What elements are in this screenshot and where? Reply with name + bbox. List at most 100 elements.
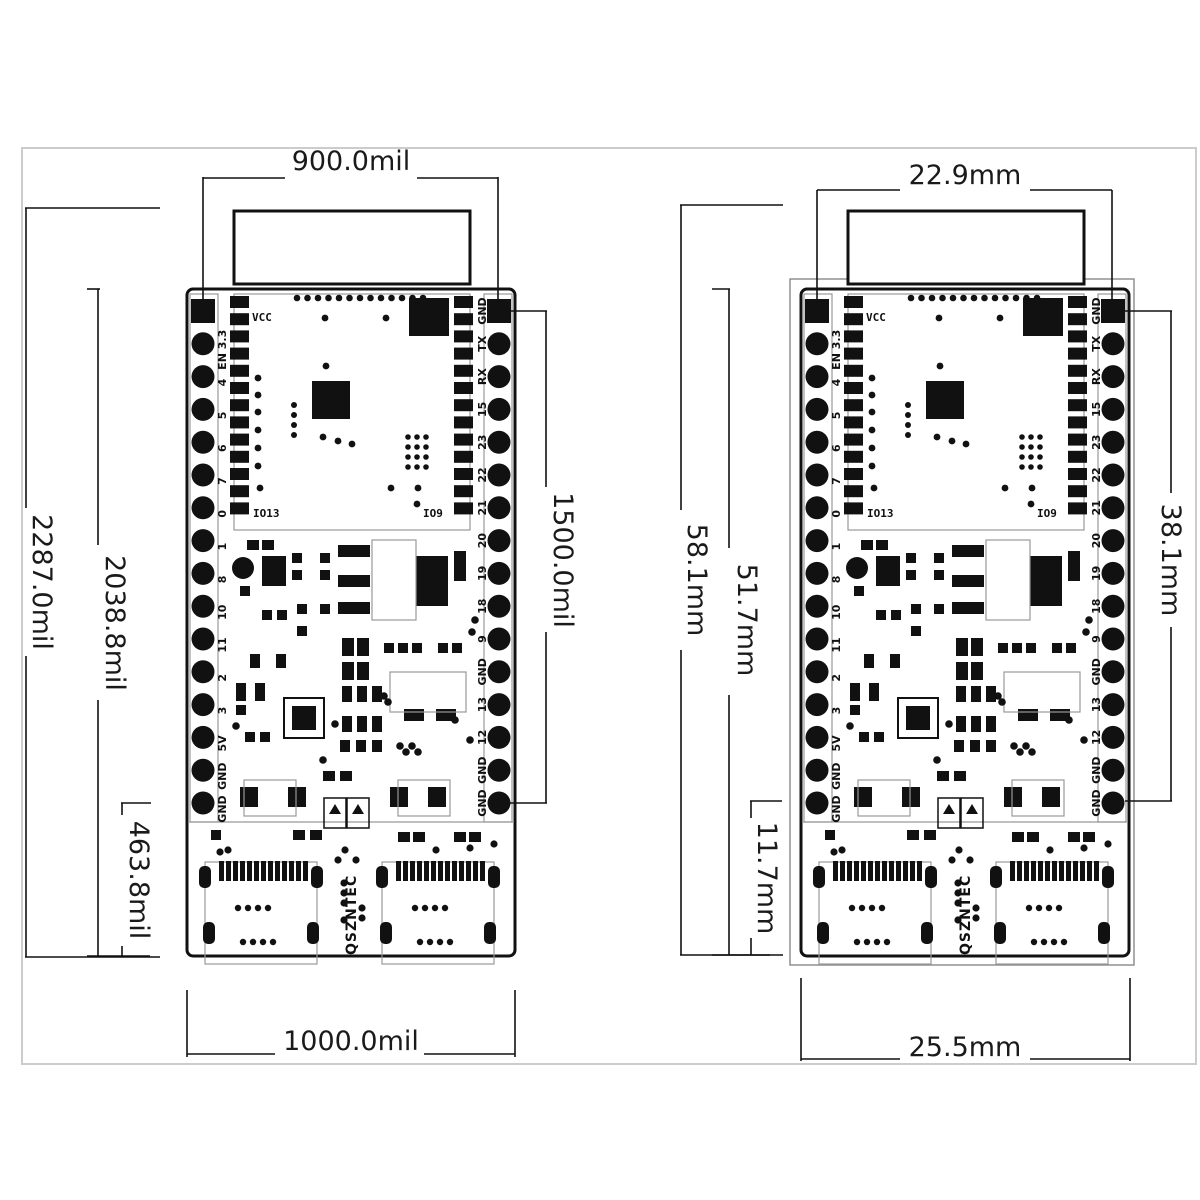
pin-square-pad — [191, 299, 215, 323]
smd-component — [416, 556, 448, 606]
usb-pin — [289, 861, 294, 881]
usb-pin — [431, 861, 436, 881]
via — [239, 938, 247, 946]
via — [352, 856, 360, 864]
smd-component — [340, 740, 350, 752]
smd-component — [412, 643, 422, 653]
antenna-outline — [232, 209, 472, 286]
components — [199, 294, 500, 965]
pin-label: GND — [830, 795, 843, 822]
via — [340, 889, 348, 897]
via — [234, 904, 242, 912]
usb-pin — [410, 861, 415, 881]
io13-label: IO13 — [253, 507, 280, 520]
pin-pad — [191, 594, 215, 618]
pin-label: GND — [476, 297, 489, 324]
via — [382, 314, 390, 322]
via — [868, 462, 876, 470]
via — [291, 402, 297, 408]
led-outline — [960, 797, 984, 829]
pin-pad — [191, 365, 215, 389]
via — [948, 437, 956, 445]
inductor — [846, 557, 868, 579]
module-pad — [844, 399, 863, 412]
smd-component — [874, 732, 884, 742]
pin-pad — [487, 430, 511, 454]
pin-pad — [1101, 660, 1125, 684]
via — [1028, 464, 1034, 470]
via — [216, 848, 224, 856]
smd-component — [276, 654, 286, 668]
left-pin-header — [189, 293, 219, 823]
pin-label: GND — [216, 763, 229, 790]
pin-label: TX — [476, 335, 489, 352]
via — [1046, 846, 1054, 854]
via — [883, 938, 891, 946]
module-pad — [230, 485, 249, 498]
dim-connector-height: 463.8mil — [123, 821, 154, 940]
via — [853, 938, 861, 946]
via — [846, 722, 854, 730]
via — [905, 412, 911, 418]
smd-component — [956, 716, 966, 732]
pin-pad — [191, 758, 215, 782]
smd-component — [952, 545, 984, 557]
via — [1019, 434, 1025, 440]
dim-body-height: 51.7mm — [731, 564, 762, 677]
inductor — [232, 557, 254, 579]
pin-pad — [1101, 397, 1125, 421]
module-pad — [1068, 485, 1087, 498]
pin-square-pad — [1101, 299, 1125, 323]
via — [426, 938, 434, 946]
via — [441, 904, 449, 912]
smd-component — [260, 732, 270, 742]
usb-pin — [1038, 861, 1043, 881]
via — [293, 294, 301, 302]
via — [1028, 434, 1034, 440]
smd-component — [825, 830, 835, 840]
via — [1037, 464, 1043, 470]
pin-pad — [1101, 332, 1125, 356]
via — [1019, 454, 1025, 460]
module-pad — [454, 364, 473, 377]
via — [1028, 444, 1034, 450]
pin-label: 20 — [476, 533, 489, 549]
pin-pad — [487, 397, 511, 421]
smd-component — [937, 771, 949, 781]
module-pad — [454, 399, 473, 412]
via — [873, 938, 881, 946]
smd-component — [954, 740, 964, 752]
pin-label: GND — [476, 757, 489, 784]
via — [405, 464, 411, 470]
smd-component — [986, 686, 996, 702]
via — [868, 444, 876, 452]
pin-label: 5V — [216, 735, 229, 752]
via — [868, 391, 876, 399]
via — [870, 484, 878, 492]
smd-component — [924, 830, 936, 840]
usb-pin — [868, 861, 873, 881]
header-outline — [189, 293, 219, 823]
smd-component — [902, 787, 920, 807]
usb-shell-tab — [990, 866, 1002, 888]
pin-pad — [805, 758, 829, 782]
module-pad — [844, 416, 863, 429]
pin-pad — [487, 725, 511, 749]
module-pad — [454, 296, 473, 308]
pin-label: EN 3.3 — [216, 330, 229, 370]
via — [224, 846, 232, 854]
smd-component — [1052, 643, 1062, 653]
smd-component — [876, 540, 888, 550]
via — [340, 879, 348, 887]
smd-component — [320, 553, 330, 563]
via — [1085, 616, 1093, 624]
usb-shell-tab — [488, 866, 500, 888]
smd-component — [1018, 709, 1038, 721]
module-pad — [1068, 364, 1087, 377]
pin-label: GND — [216, 795, 229, 822]
led-outline — [937, 797, 961, 829]
pin-pad — [1101, 627, 1125, 651]
via — [432, 846, 440, 854]
smd-component — [413, 832, 425, 842]
